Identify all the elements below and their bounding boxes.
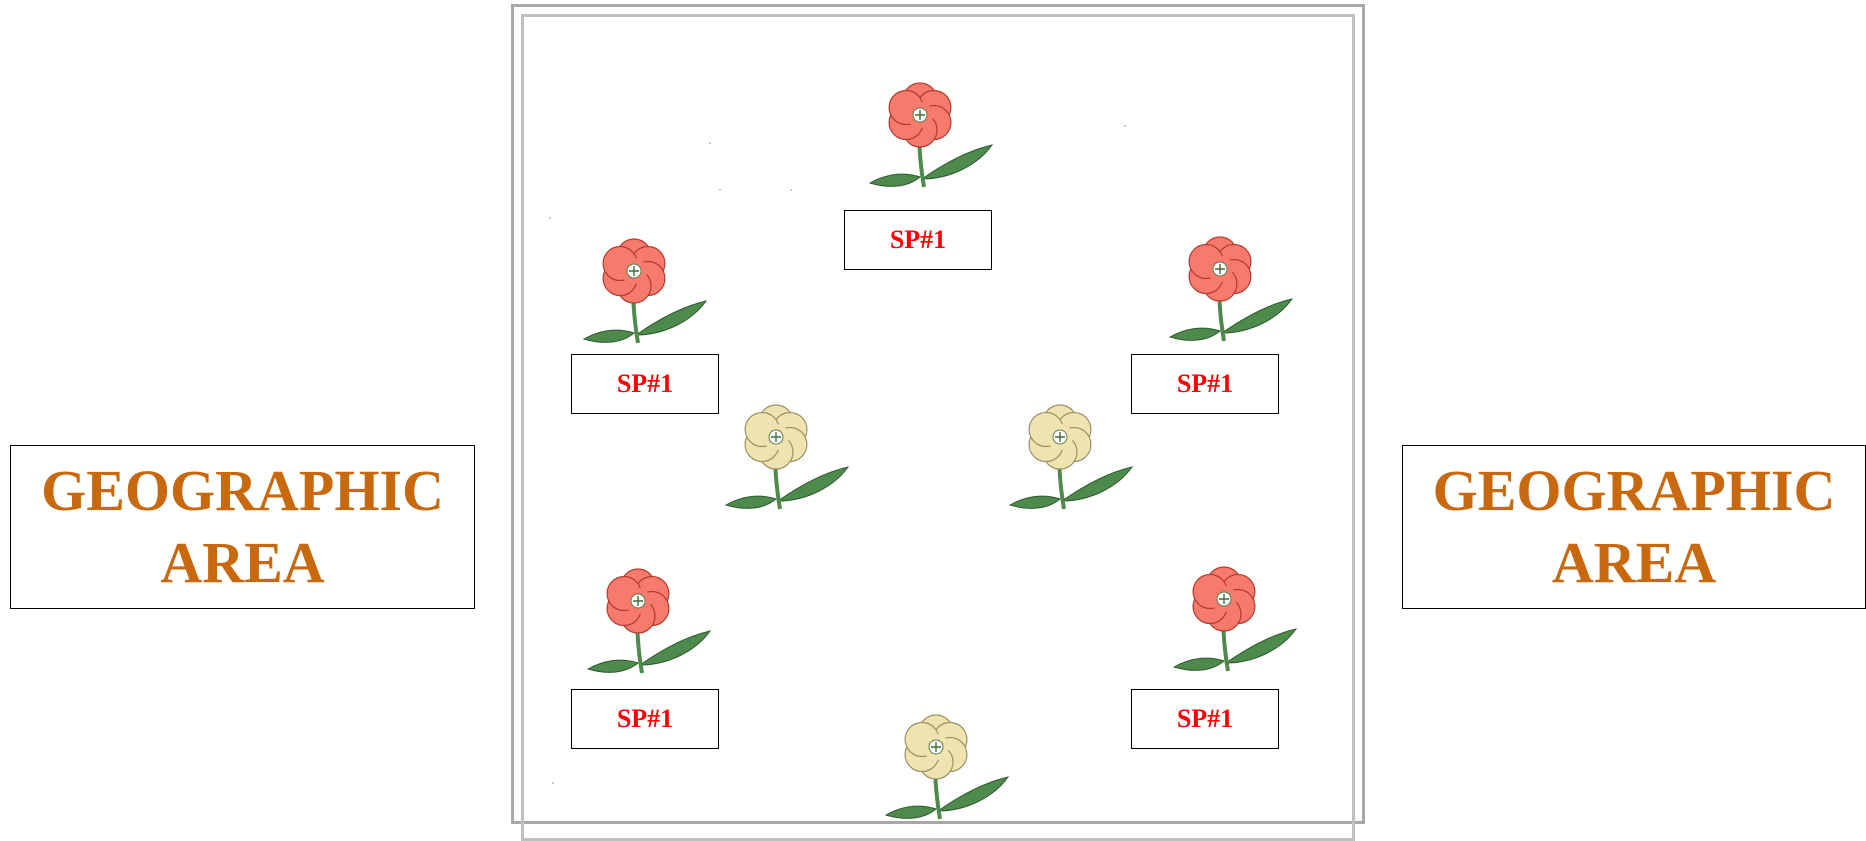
habitat-plot: SP#1 SP#1 SP#1 SP#1 SP#1 xyxy=(511,4,1365,824)
geographic-area-left-line1: GEOGRAPHIC xyxy=(41,455,444,527)
species-label-lower-left: SP#1 xyxy=(571,689,719,749)
geographic-area-left: GEOGRAPHIC AREA xyxy=(10,445,475,609)
speck xyxy=(709,142,711,144)
flower-lower-right xyxy=(1166,563,1306,683)
flower-upper-right xyxy=(1162,233,1302,353)
geographic-area-right-line1: GEOGRAPHIC xyxy=(1433,455,1836,527)
speck xyxy=(719,189,721,191)
speck xyxy=(552,782,554,784)
flower-bottom xyxy=(878,711,1018,831)
speck xyxy=(549,217,551,219)
flower-top xyxy=(862,79,1002,199)
speck xyxy=(1124,125,1126,127)
flower-upper-left xyxy=(576,235,716,355)
species-label-lower-right: SP#1 xyxy=(1131,689,1279,749)
flower-mid-right xyxy=(1002,401,1142,521)
geographic-area-left-line2: AREA xyxy=(160,527,324,599)
geographic-area-right-line2: AREA xyxy=(1552,527,1716,599)
species-label-upper-left: SP#1 xyxy=(571,354,719,414)
speck xyxy=(790,189,792,191)
species-label-upper-right: SP#1 xyxy=(1131,354,1279,414)
species-label-top: SP#1 xyxy=(844,210,992,270)
geographic-area-right: GEOGRAPHIC AREA xyxy=(1402,445,1866,609)
flower-mid-left xyxy=(718,401,858,521)
flower-lower-left xyxy=(580,565,720,685)
